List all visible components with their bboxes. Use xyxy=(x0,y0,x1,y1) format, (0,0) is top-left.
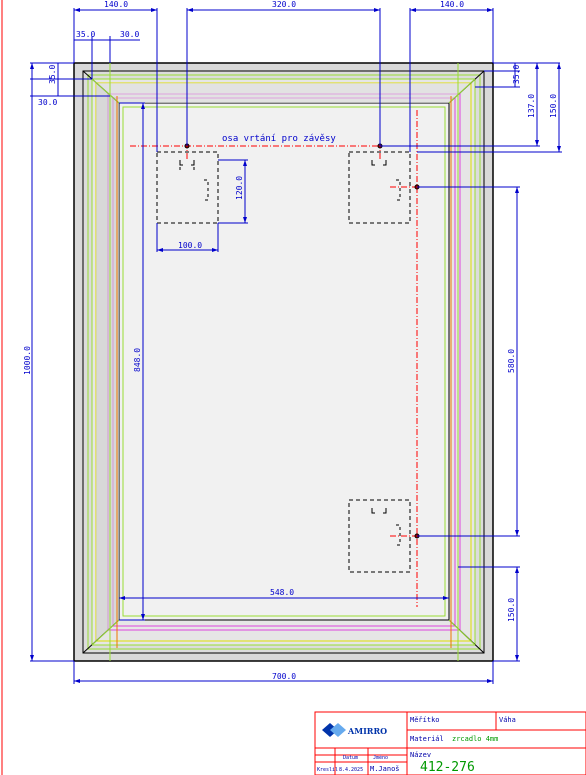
name-label: Název xyxy=(410,751,431,759)
dimension-lines xyxy=(30,8,562,684)
svg-text:AMIRRO: AMIRRO xyxy=(347,726,387,736)
dim-left-30: 30.0 xyxy=(38,98,57,107)
dim-height-848: 848.0 xyxy=(133,348,142,372)
date-header: Datum xyxy=(343,755,358,761)
dim-top-center-320: 320.0 xyxy=(272,0,296,9)
dim-width-548: 548.0 xyxy=(270,588,294,597)
dim-width-700: 700.0 xyxy=(272,672,296,681)
dim-hook-120: 120.0 xyxy=(235,176,244,200)
dim-height-1000: 1000.0 xyxy=(23,346,32,375)
drawn-by: M.Janoš xyxy=(370,765,400,773)
dim-right-35: 35.0 xyxy=(512,65,521,84)
drawn-date: 8.4.2025 xyxy=(339,767,363,773)
material-label: Materiál xyxy=(410,735,444,743)
mirror-frame xyxy=(73,62,494,662)
title-block xyxy=(314,711,586,775)
dim-right-580: 580.0 xyxy=(507,349,516,373)
dim-left-35: 35.0 xyxy=(48,65,57,84)
dim-right-150-bottom: 150.0 xyxy=(507,598,516,622)
company-logo: AMIRRO xyxy=(322,723,387,737)
dimension-arrows xyxy=(30,8,561,683)
hanger-bottom-right xyxy=(348,499,420,573)
dim-right-137: 137.0 xyxy=(527,94,536,118)
dim-top-35: 35.0 xyxy=(76,30,95,39)
scale-label: Měřítko xyxy=(410,716,440,724)
dim-top-left-140: 140.0 xyxy=(104,0,128,9)
person-header: Jméno xyxy=(373,754,388,761)
weight-label: Váha xyxy=(499,716,516,724)
dim-top-30: 30.0 xyxy=(120,30,139,39)
dim-right-150-top: 150.0 xyxy=(549,94,558,118)
dim-hook-100: 100.0 xyxy=(178,241,202,250)
material-value: zrcadlo 4mm xyxy=(452,735,498,743)
mirror-surface xyxy=(118,102,450,621)
dim-top-right-140: 140.0 xyxy=(440,0,464,9)
drill-axis-label: osa vrtání pro závěsy xyxy=(222,134,336,144)
drawn-label: Kreslil xyxy=(317,767,338,773)
name-value: 412-276 xyxy=(420,760,475,775)
